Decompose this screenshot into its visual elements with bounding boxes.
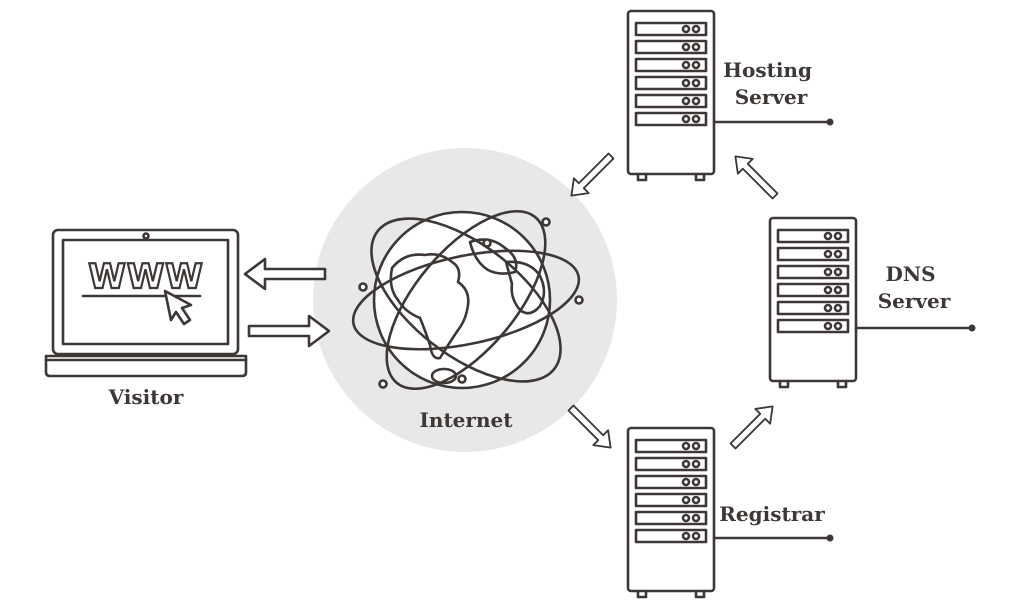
arrow-registrar-to-dns	[724, 398, 781, 455]
dns-server-label: DNS Server	[878, 262, 951, 313]
hosting-server-icon	[626, 9, 716, 182]
visitor-label: Visitor	[108, 385, 184, 409]
hosting-server-label-line1: Hosting	[723, 58, 812, 82]
browser-www-text: WWW	[88, 257, 204, 297]
arrow-dns-to-hosting	[727, 148, 784, 205]
hosting-server-label-line2: Server	[735, 85, 808, 109]
arrow-visitor-to-internet	[247, 314, 331, 348]
laptop-icon	[44, 228, 248, 378]
dns-server-connector-dot	[968, 324, 976, 332]
registrar-server-icon	[626, 426, 716, 599]
dns-server-label-line1: DNS	[885, 262, 935, 286]
hosting-server-label: Hosting Server	[723, 58, 819, 109]
internet-label: Internet	[420, 408, 514, 432]
registrar-connector-dot	[826, 534, 834, 542]
globe-icon	[351, 209, 584, 391]
arrow-hosting-to-internet	[563, 147, 620, 204]
dns-server-icon	[768, 216, 858, 389]
arrow-internet-to-registrar	[562, 399, 619, 456]
hosting-server-connector-dot	[826, 118, 834, 126]
registrar-label: Registrar	[719, 502, 825, 526]
dns-server-label-line2: Server	[878, 289, 951, 313]
arrow-internet-to-visitor	[243, 257, 327, 291]
